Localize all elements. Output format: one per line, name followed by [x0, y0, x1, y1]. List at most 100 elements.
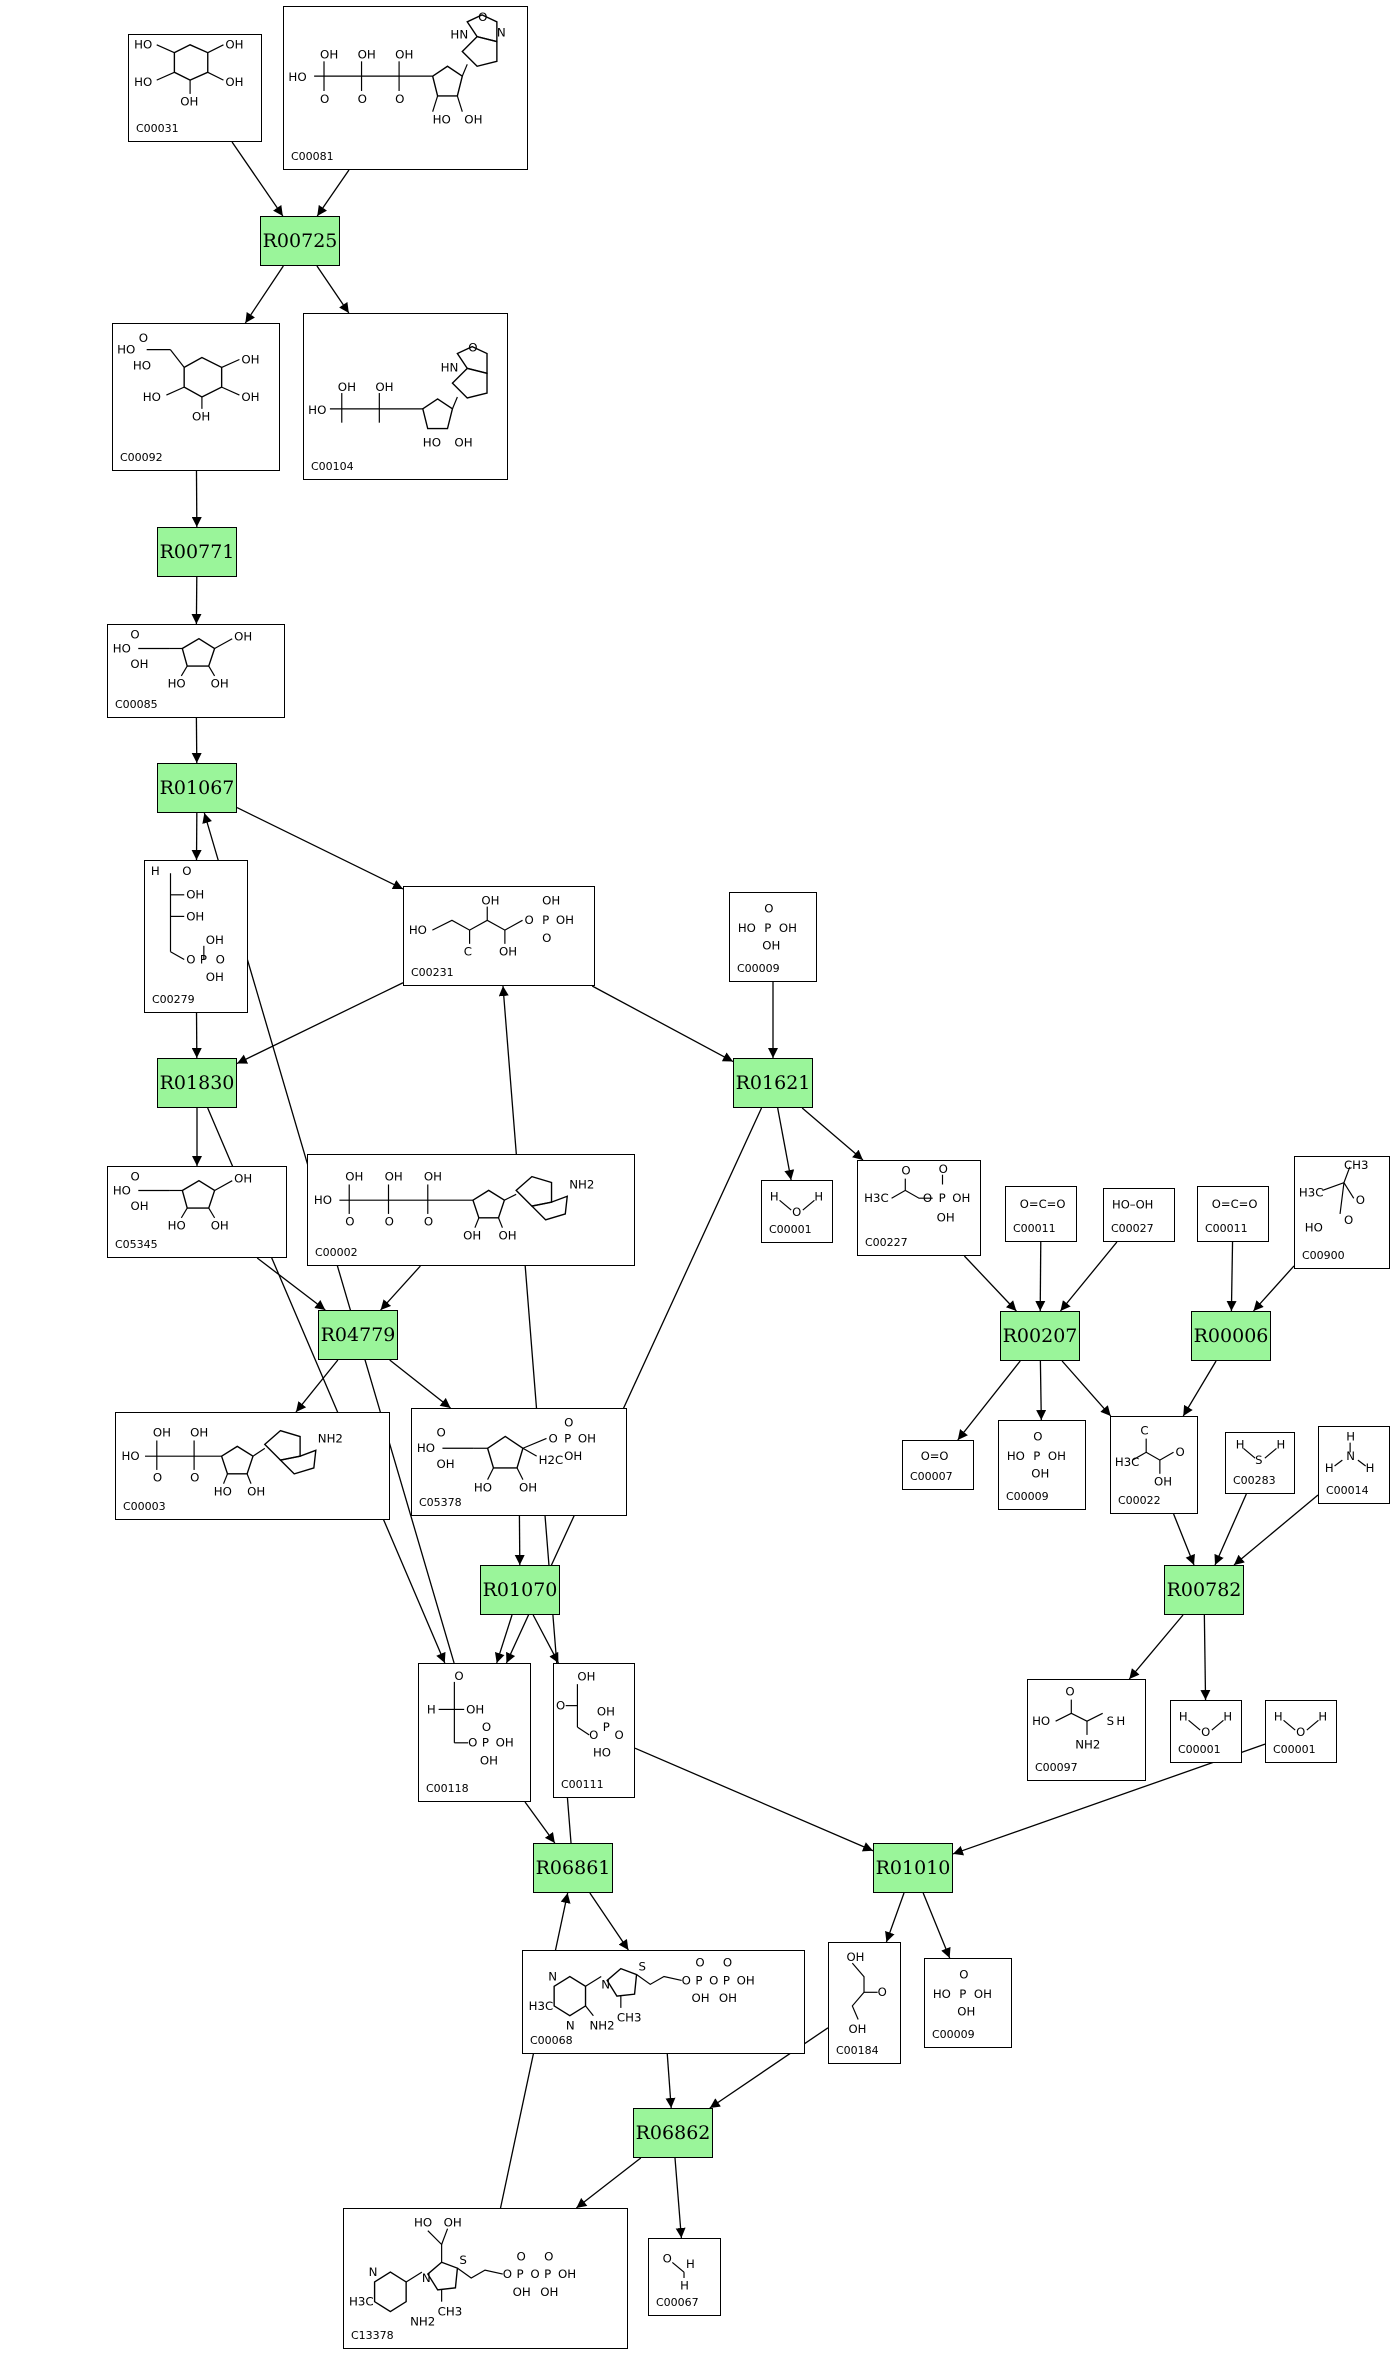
compound-c00001-a[interactable]: H O H C00001: [761, 1180, 833, 1243]
atom-label: H: [1116, 1714, 1125, 1728]
compound-c00002[interactable]: HO OH OH OH O O O NH2 OH OH C00002: [307, 1154, 635, 1266]
compound-c00184[interactable]: OH O OH C00184: [828, 1942, 901, 2064]
edge-c00014-r00782: [1233, 1494, 1319, 1566]
reaction-r06862[interactable]: R06862: [633, 2108, 713, 2158]
compound-id: C00900: [1302, 1249, 1345, 1262]
compound-id: C00184: [836, 2044, 879, 2057]
compound-c00022[interactable]: C H3C O OH C00022: [1110, 1416, 1198, 1514]
reaction-r01010[interactable]: R01010: [873, 1843, 953, 1893]
atom-label: NH2: [589, 2018, 614, 2032]
compound-c00031[interactable]: HO OH HO OH OH C00031: [128, 34, 262, 142]
atom-label: OH: [385, 1170, 403, 1184]
reaction-r01070[interactable]: R01070: [480, 1565, 560, 1615]
compound-c00014[interactable]: H N H H C00014: [1318, 1426, 1390, 1504]
atom-label: OH: [1048, 1449, 1066, 1463]
compound-c00011-a[interactable]: O=C=O C00011: [1005, 1186, 1077, 1242]
edge-c00002-r04779: [380, 1265, 421, 1311]
compound-c00900[interactable]: CH3 H3C O HO O C00900: [1294, 1156, 1390, 1269]
compound-c05378[interactable]: HO O OH O P OH O OH H2C HO OH C05378: [411, 1408, 627, 1516]
compound-c00283[interactable]: H S H C00283: [1225, 1432, 1295, 1494]
atom-label: CH3: [617, 2011, 642, 2025]
compound-id: C00279: [152, 993, 195, 1006]
atom-label: P: [695, 1973, 702, 1987]
compound-c00092[interactable]: HO O HO OH OH OH HO C00092: [112, 323, 280, 471]
compound-c05345[interactable]: HO O OH OH HO OH C05345: [107, 1166, 287, 1258]
atom-label: OH: [499, 1228, 517, 1242]
atom-label: N: [422, 2271, 431, 2285]
edge-r06861-c00068: [589, 1892, 629, 1951]
reaction-r01830[interactable]: R01830: [157, 1058, 237, 1108]
atom-label: HO: [1032, 1714, 1050, 1728]
compound-id: C00001: [1178, 1743, 1221, 1756]
compound-c00009-c[interactable]: O HO P OH OH C00009: [924, 1958, 1012, 2048]
compound-c00227[interactable]: H3C O O P O OH OH C00227: [857, 1160, 981, 1256]
reaction-r00006[interactable]: R00006: [1191, 1311, 1271, 1361]
atom-label: H: [680, 2279, 689, 2293]
compound-c00085[interactable]: HO O OH OH HO OH C00085: [107, 624, 285, 718]
compound-id: C00009: [737, 962, 780, 975]
edge-r00207-c00009b: [1036, 1360, 1047, 1421]
atom-label: HO: [1305, 1221, 1323, 1235]
atom-label: OH: [375, 380, 393, 394]
compound-id: C00014: [1326, 1484, 1369, 1497]
compound-c00279[interactable]: H O OH OH O P OH O OH C00279: [144, 860, 248, 1013]
compound-c00003[interactable]: HO OH OH O O NH2 HO OH C00003: [115, 1412, 390, 1520]
reaction-r04779[interactable]: R04779: [318, 1310, 398, 1360]
structure-c05345: HO O OH OH HO OH: [113, 1170, 252, 1233]
compound-c00001-b[interactable]: H O H C00001: [1170, 1700, 1242, 1763]
reaction-r06861[interactable]: R06861: [533, 1843, 613, 1893]
compound-c00068[interactable]: H3C N N NH2 N S CH3 O P O O P O OH OH OH…: [522, 1950, 805, 2054]
compound-c00111[interactable]: OH O O P OH O HO C00111: [553, 1663, 635, 1798]
atom-label: HO: [593, 1745, 611, 1759]
reaction-r00782[interactable]: R00782: [1164, 1565, 1244, 1615]
edge-c00011a-r00207: [1035, 1241, 1046, 1312]
atom-label: OH: [737, 1973, 755, 1987]
atom-label: P: [603, 1720, 610, 1734]
atom-label: O: [723, 1956, 732, 1970]
edge-c00227-r00207: [963, 1255, 1017, 1312]
compound-c00081[interactable]: HO OH OH OH O O O HN N O HO OH C00081: [283, 6, 528, 170]
compound-c00007[interactable]: O=O C00007: [902, 1440, 974, 1490]
structure-c00118: O H OH O P O OH OH: [427, 1669, 514, 1767]
edge-r01010-c00009c: [922, 1892, 951, 1959]
compound-id: C00227: [865, 1236, 908, 1249]
atom-label: HO: [113, 1183, 131, 1197]
edge-c00900-r00006: [1252, 1265, 1295, 1312]
atom-label: OH: [556, 913, 574, 927]
atom-label: OH: [192, 410, 210, 424]
compound-c00104[interactable]: HO OH OH HN O HO OH C00104: [303, 313, 508, 480]
atom-label: OH: [762, 939, 780, 953]
reaction-r01067[interactable]: R01067: [157, 763, 237, 813]
atom-label: O: [1356, 1193, 1365, 1207]
atom-label: O: [517, 2249, 526, 2263]
compound-id: C05345: [115, 1238, 158, 1251]
atom-label: H: [1346, 1430, 1355, 1444]
compound-c00097[interactable]: HO O S H NH2 C00097: [1027, 1679, 1146, 1781]
compound-c13378[interactable]: HO OH H3C N NH2 N S CH3 O P O O P O OH O…: [343, 2208, 628, 2349]
reaction-r01621[interactable]: R01621: [733, 1058, 813, 1108]
edge-r04779-c05378: [389, 1359, 451, 1409]
atom-label: OH: [320, 47, 338, 61]
compound-c00027[interactable]: HO–OH C00027: [1103, 1188, 1175, 1242]
atom-label: O: [186, 952, 195, 966]
atom-label: O: [395, 92, 404, 106]
compound-c00231[interactable]: HO C OH OH O P OH OH O C00231: [403, 886, 595, 986]
edge-r00782-c00097: [1128, 1614, 1184, 1680]
atom-label: H: [151, 864, 160, 878]
compound-c00001-c[interactable]: H O H C00001: [1265, 1700, 1337, 1763]
atom-label: OH: [206, 933, 224, 947]
edge-r06862-c00067: [674, 2157, 686, 2239]
atom-label: NH2: [569, 1177, 594, 1191]
atom-label: O=C=O: [1020, 1197, 1066, 1211]
compound-c00067[interactable]: O H H C00067: [648, 2238, 721, 2316]
reaction-r00207[interactable]: R00207: [1000, 1311, 1080, 1361]
reaction-r00771[interactable]: R00771: [157, 527, 237, 577]
compound-c00118[interactable]: O H OH O P O OH OH C00118: [418, 1663, 531, 1802]
compound-c00009-b[interactable]: O HO P OH OH C00009: [998, 1420, 1086, 1510]
compound-c00009-a[interactable]: O HO P OH OH C00009: [729, 892, 817, 982]
atom-label: HO: [308, 403, 326, 417]
reaction-r00725[interactable]: R00725: [260, 216, 340, 266]
atom-label: H: [1325, 1461, 1334, 1475]
compound-c00011-b[interactable]: O=C=O C00011: [1197, 1186, 1269, 1242]
